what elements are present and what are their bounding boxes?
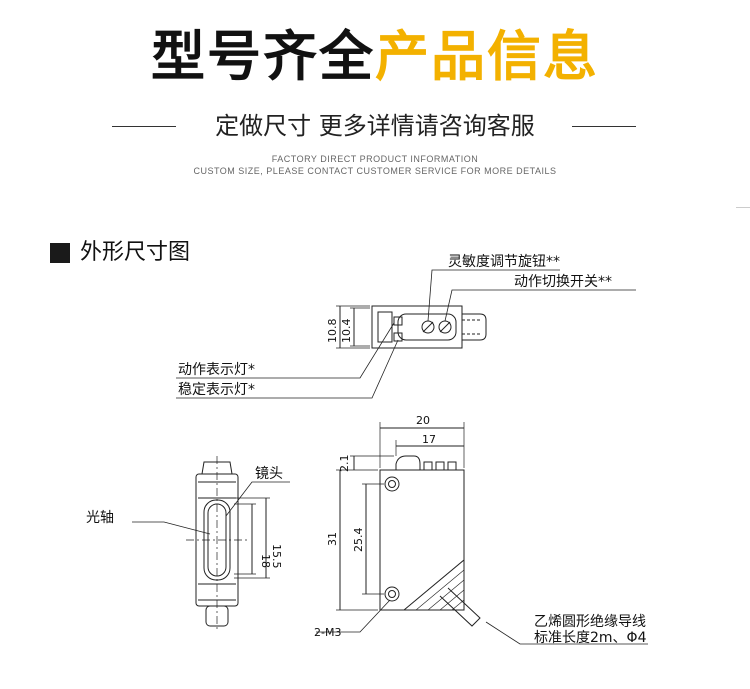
dim-width-20: 20 [416,414,430,427]
side-leaders [316,599,648,645]
title-part-yellow: 产品信息 [375,25,599,88]
english-caption-line2: CUSTOM SIZE, PLEASE CONTACT CUSTOMER SER… [193,166,557,176]
dim-width-17: 17 [422,433,436,446]
label-sensitivity-knob: 灵敏度调节旋钮** [448,254,560,270]
sensor-side-view [336,422,481,627]
label-cable-line2: 标准长度2m、Φ4 [534,630,647,646]
dim-top-10-8: 10.8 [326,319,339,344]
sensor-front-view [186,456,270,632]
top-leaders [176,269,636,399]
dim-25-4: 25.4 [352,528,365,553]
section-heading: 外形尺寸图 [50,238,190,268]
sensor-top-view [336,305,487,349]
label-action-lamp: 动作表示灯* [178,362,255,378]
subtitle-rule-left [112,126,176,127]
label-mode-switch: 动作切换开关** [514,273,612,290]
front-leaders [132,481,290,535]
dim-31: 31 [326,532,339,546]
page-title: 型号齐全产品信息 [0,22,750,92]
dim-15-5: 15.5 [270,544,283,569]
dim-top-10-4: 10.4 [340,319,353,344]
label-optical-axis: 光轴 [86,510,114,526]
label-lens: 镜头 [255,466,283,482]
label-cable-line1: 乙烯圆形绝缘导线 [534,614,646,630]
subtitle-rule-right [572,126,636,127]
label-mount-holes: 2-M3 [314,626,341,639]
title-part-black: 型号齐全 [151,25,375,88]
section-title: 外形尺寸图 [80,240,191,265]
square-bullet-icon [50,243,70,263]
english-caption-line1: FACTORY DIRECT PRODUCT INFORMATION [271,154,479,164]
edge-rule [736,207,750,208]
dim-2-1: 2.1 [338,455,351,473]
subtitle: 定做尺寸 更多详情请咨询客服 [215,112,535,140]
dim-18: 18 [259,554,272,568]
label-stable-lamp: 稳定表示灯* [178,382,255,398]
